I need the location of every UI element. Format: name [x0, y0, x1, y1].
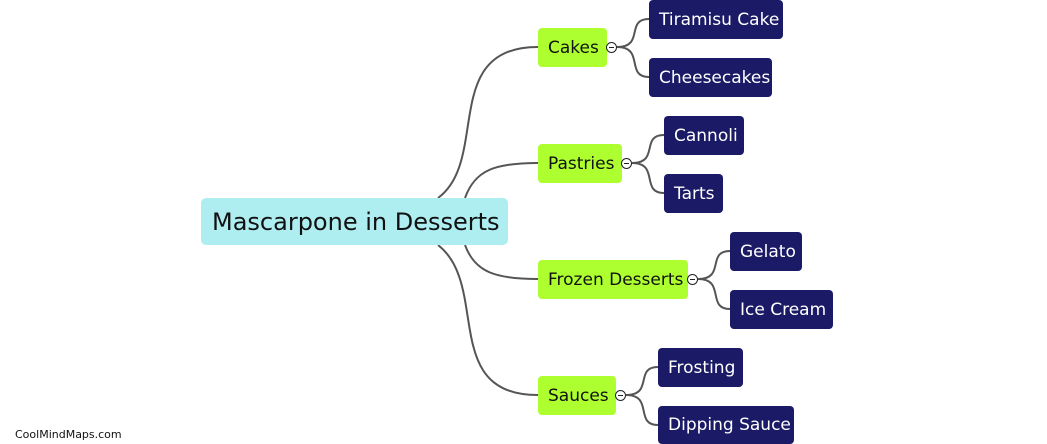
leaf-node-ice-cream[interactable]: Ice Cream: [730, 290, 833, 329]
root-node[interactable]: Mascarpone in Desserts: [201, 198, 508, 245]
link-pastries-cannoli: [631, 134, 665, 164]
link-pastries-tarts: [631, 162, 665, 194]
collapse-toggle-frozen-desserts[interactable]: [687, 274, 698, 285]
link-root-sauces: [437, 244, 539, 396]
leaf-label: Ice Cream: [740, 299, 827, 320]
root-label: Mascarpone in Desserts: [212, 207, 500, 236]
branch-node-cakes[interactable]: Cakes: [538, 28, 607, 67]
branch-label: Sauces: [548, 385, 609, 406]
leaf-node-cannoli[interactable]: Cannoli: [664, 116, 744, 155]
link-cakes-cheesecakes: [616, 46, 650, 78]
link-sauces-dipping: [625, 394, 659, 426]
link-root-frozen: [464, 244, 539, 280]
collapse-toggle-cakes[interactable]: [606, 42, 617, 53]
branch-node-pastries[interactable]: Pastries: [538, 144, 622, 183]
leaf-label: Cheesecakes: [659, 67, 771, 88]
leaf-label: Gelato: [740, 241, 796, 262]
leaf-node-gelato[interactable]: Gelato: [730, 232, 802, 271]
branch-node-frozen-desserts[interactable]: Frozen Desserts: [538, 260, 688, 299]
branch-label: Cakes: [548, 37, 599, 58]
link-root-cakes: [437, 46, 539, 199]
branch-label: Pastries: [548, 153, 615, 174]
leaf-node-cheesecakes[interactable]: Cheesecakes: [649, 58, 772, 97]
link-frozen-gelato: [697, 250, 731, 280]
collapse-toggle-sauces[interactable]: [615, 390, 626, 401]
leaf-label: Cannoli: [674, 125, 738, 146]
leaf-node-tiramisu-cake[interactable]: Tiramisu Cake: [649, 0, 783, 39]
leaf-label: Frosting: [668, 357, 736, 378]
branch-label: Frozen Desserts: [548, 269, 684, 290]
link-sauces-frosting: [625, 366, 659, 396]
link-cakes-tiramisu: [616, 18, 650, 48]
branch-node-sauces[interactable]: Sauces: [538, 376, 616, 415]
watermark-text: CoolMindMaps.com: [15, 428, 122, 441]
leaf-node-frosting[interactable]: Frosting: [658, 348, 743, 387]
leaf-label: Dipping Sauce: [668, 415, 791, 435]
leaf-label: Tarts: [674, 183, 715, 204]
leaf-node-dipping-sauce[interactable]: Dipping Sauce: [658, 406, 794, 444]
leaf-node-tarts[interactable]: Tarts: [664, 174, 723, 213]
link-frozen-icecream: [697, 278, 731, 310]
collapse-toggle-pastries[interactable]: [621, 158, 632, 169]
link-root-pastries: [464, 162, 539, 199]
leaf-label: Tiramisu Cake: [659, 9, 780, 30]
